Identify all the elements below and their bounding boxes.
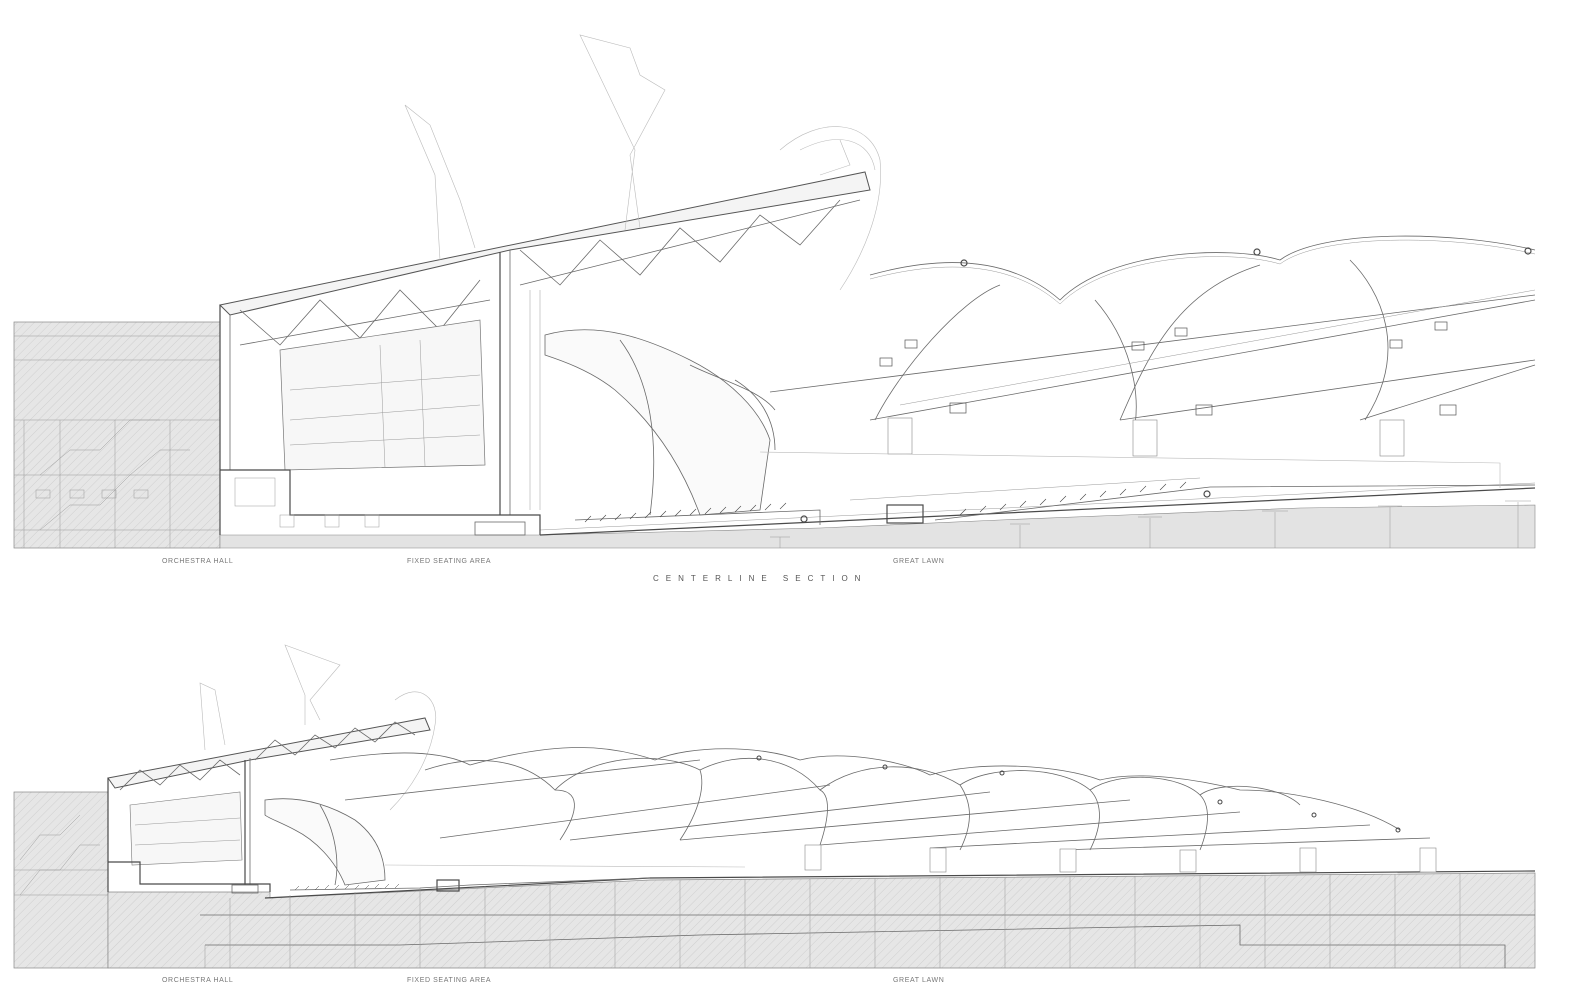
bottom-label-orchestra-hall: ORCHESTRA HALL: [162, 977, 233, 984]
bottom-trellis-arches: [329, 747, 1437, 873]
top-label-orchestra-hall: ORCHESTRA HALL: [162, 558, 233, 565]
bottom-ground: [107, 870, 1536, 969]
bottom-label-fixed-seating: FIXED SEATING AREA: [407, 977, 491, 984]
top-ground: [219, 482, 1536, 549]
bottom-centerline-section: ORCHESTRA HALL FIXED SEATING AREA GREAT …: [13, 644, 1536, 984]
top-label-fixed-seating: FIXED SEATING AREA: [407, 558, 491, 565]
bottom-seating: [289, 864, 746, 892]
section-title: CENTERLINE SECTION: [653, 574, 867, 583]
bottom-facade-panels: [199, 644, 437, 811]
bottom-front-panels: [264, 798, 386, 886]
bottom-orchestra-hall-structure: [107, 717, 431, 894]
top-label-great-lawn: GREAT LAWN: [893, 558, 944, 565]
bottom-label-great-lawn: GREAT LAWN: [893, 977, 944, 984]
bottom-adjacent-building: [13, 791, 129, 969]
top-facade-panels: [404, 34, 881, 291]
top-centerline-section: ORCHESTRA HALL FIXED SEATING AREA GREAT …: [13, 34, 1536, 565]
top-front-panels: [544, 329, 776, 516]
top-seating: [574, 451, 1536, 525]
top-adjacent-building: [13, 321, 221, 549]
top-orchestra-hall-structure: [218, 171, 871, 536]
top-trellis-arches: [769, 235, 1536, 457]
